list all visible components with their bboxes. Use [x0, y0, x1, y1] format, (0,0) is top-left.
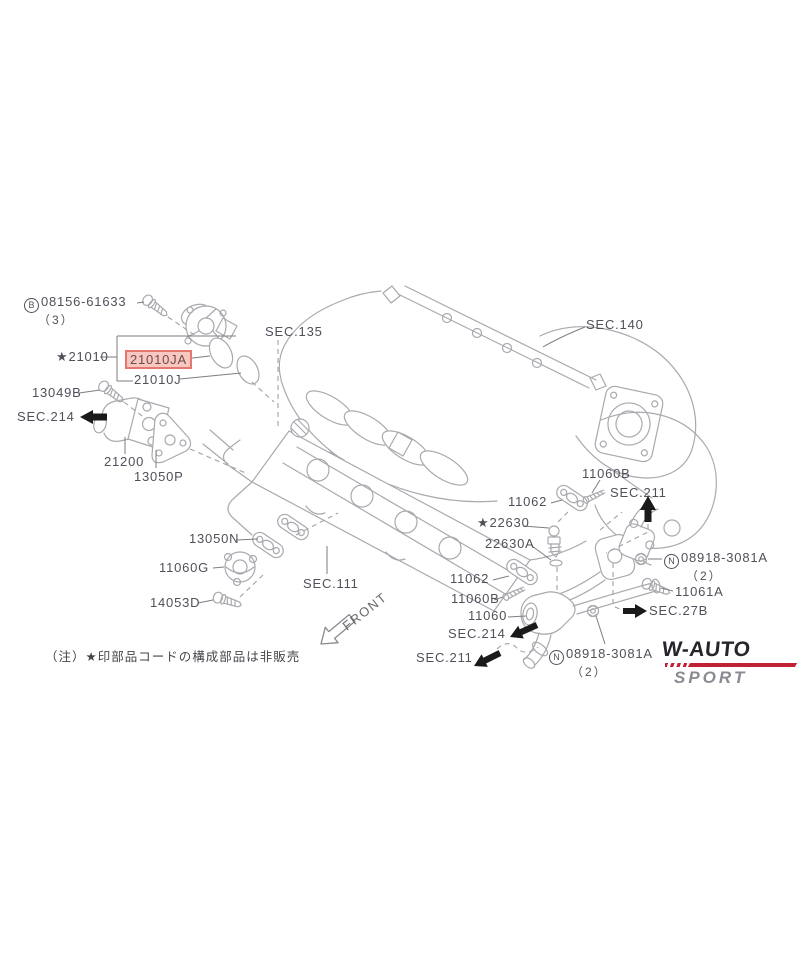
water-inlet-sketch [93, 397, 192, 464]
prefix-circle-n: N [549, 650, 564, 665]
label-21010ja-highlighted[interactable]: 21010JA [125, 350, 192, 369]
label-22630a: 22630A [485, 536, 535, 551]
part-number: 22630 [489, 515, 530, 530]
star-mark: ★ [477, 515, 490, 530]
star-mark: ★ [56, 349, 69, 364]
label-sec-211-bottom: SEC.211 [416, 650, 473, 665]
intake-manifold-sketch [278, 285, 697, 503]
logo-stripe-hash [665, 663, 687, 667]
label-sec-211-right: SEC.211 [610, 485, 667, 500]
label-11062-bottom: 11062 [450, 571, 490, 586]
part-number: 08156-61633 [41, 294, 127, 309]
label-22630: ★22630 [477, 516, 530, 530]
sec-211-right-arrow [640, 496, 656, 522]
quantity: （2） [686, 569, 723, 583]
label-13050p: 13050P [134, 469, 184, 484]
valve-cover-sketch [202, 418, 531, 612]
label-sec-135: SEC.135 [265, 324, 323, 339]
quantity: （2） [571, 665, 608, 679]
sec-27b-arrow [623, 604, 647, 618]
label-11060b-bottom: 11060B [451, 591, 500, 606]
thermostat-parts-sketch [211, 511, 312, 612]
label-11060b-right: 11060B [582, 466, 631, 481]
front-label: FRONT [340, 589, 390, 633]
label-11062-right: 11062 [508, 494, 548, 509]
label-14053d: 14053D [150, 595, 201, 610]
label-sec-214-top: SEC.214 [17, 409, 75, 424]
label-11061a: 11061A [675, 584, 724, 599]
label-sec-214-bottom: SEC.214 [448, 626, 506, 641]
front-arrow: FRONT [320, 589, 390, 645]
part-number: 08918-3081A [566, 646, 653, 661]
label-21010j: 21010J [134, 372, 182, 387]
part-number: 21010 [68, 349, 109, 364]
quantity: （3） [38, 313, 75, 327]
label-11060: 11060 [468, 608, 508, 623]
label-13050n: 13050N [189, 531, 240, 546]
label-11060g: 11060G [159, 560, 210, 575]
prefix-circle-b: B [24, 298, 39, 313]
sec-214-top-arrow [80, 410, 107, 424]
label-sec-140: SEC.140 [586, 317, 644, 332]
w-auto-sport-logo: W-AUTO SPORT [660, 638, 798, 688]
label-21010: ★21010 [56, 350, 109, 364]
prefix-circle-n: N [664, 554, 679, 569]
sec-214-bottom-arrow [510, 622, 539, 639]
sensor-22630-sketch [547, 525, 563, 567]
dashed-assembly-lines [123, 316, 649, 653]
sec-211-bottom-arrow [474, 650, 502, 667]
label-13049b: 13049B [32, 385, 82, 400]
label-sec-27b: SEC.27B [649, 603, 709, 618]
bolt-08156-icon [140, 292, 171, 321]
footnote: （注）★印部品コードの構成部品は非販売 [45, 650, 301, 664]
label-21200: 21200 [104, 454, 145, 469]
logo-line1: W-AUTO [660, 638, 752, 661]
label-leader-lines [78, 301, 674, 645]
part-number: 08918-3081A [681, 550, 768, 565]
label-sec-111: SEC.111 [303, 576, 359, 591]
logo-stripe-bar [687, 663, 798, 667]
logo-line2: SPORT [674, 668, 748, 687]
logo-red-stripe [665, 663, 798, 667]
section-arrows [80, 410, 656, 667]
